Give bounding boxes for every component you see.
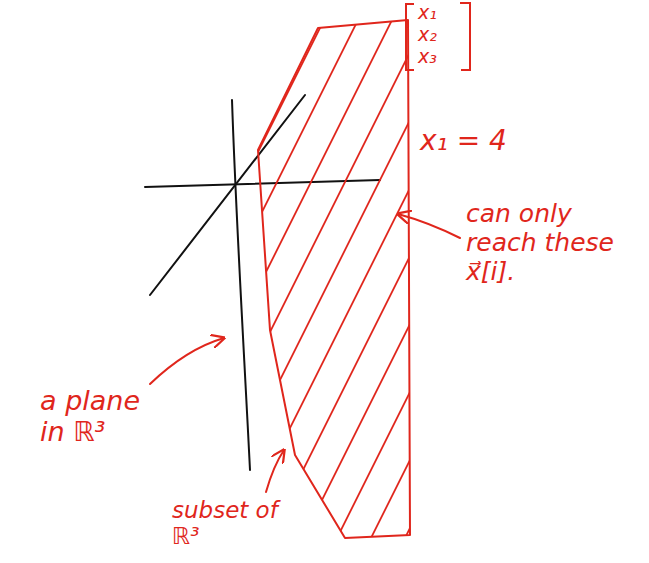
hatch-line [340,0,640,563]
annotation-note: subset of ℝ³ [172,497,302,550]
annotation-note: can only reach these x⃗[i]. [466,200,616,286]
hatch-line [0,0,28,563]
z-axis [232,100,250,470]
vector-entry: x₂ [418,24,458,46]
hatch-line [0,0,164,563]
vector-entry: x₁ [418,2,458,24]
hatch-line [374,0,649,563]
right-bracket [460,3,470,70]
leader-arrow [398,214,460,238]
hatch-line [204,0,504,563]
hatch-line [0,0,300,563]
hatch-line [0,0,266,563]
hatch-line [136,0,436,563]
x-axis [150,95,305,295]
hatch-line [0,0,232,563]
hatch-line [0,0,130,563]
hatch-line [0,0,62,563]
left-bracket [406,4,414,70]
vector-entry: x₃ [418,46,458,68]
annotation-note: a plane in ℝ³ [40,385,152,447]
equation-note: x₁ = 4 [420,125,560,157]
hatch-line [0,0,96,563]
hatch-line [102,0,402,563]
axes [145,95,380,470]
leader-arrow [150,338,224,384]
hatch-line [34,0,334,563]
hatch-line [306,0,606,563]
hatch-line [272,0,572,563]
leader-arrow [266,450,284,492]
vector-brackets [406,3,470,70]
hatch-line [68,0,368,563]
hatch-line [170,0,470,563]
hatch-line [0,0,198,563]
